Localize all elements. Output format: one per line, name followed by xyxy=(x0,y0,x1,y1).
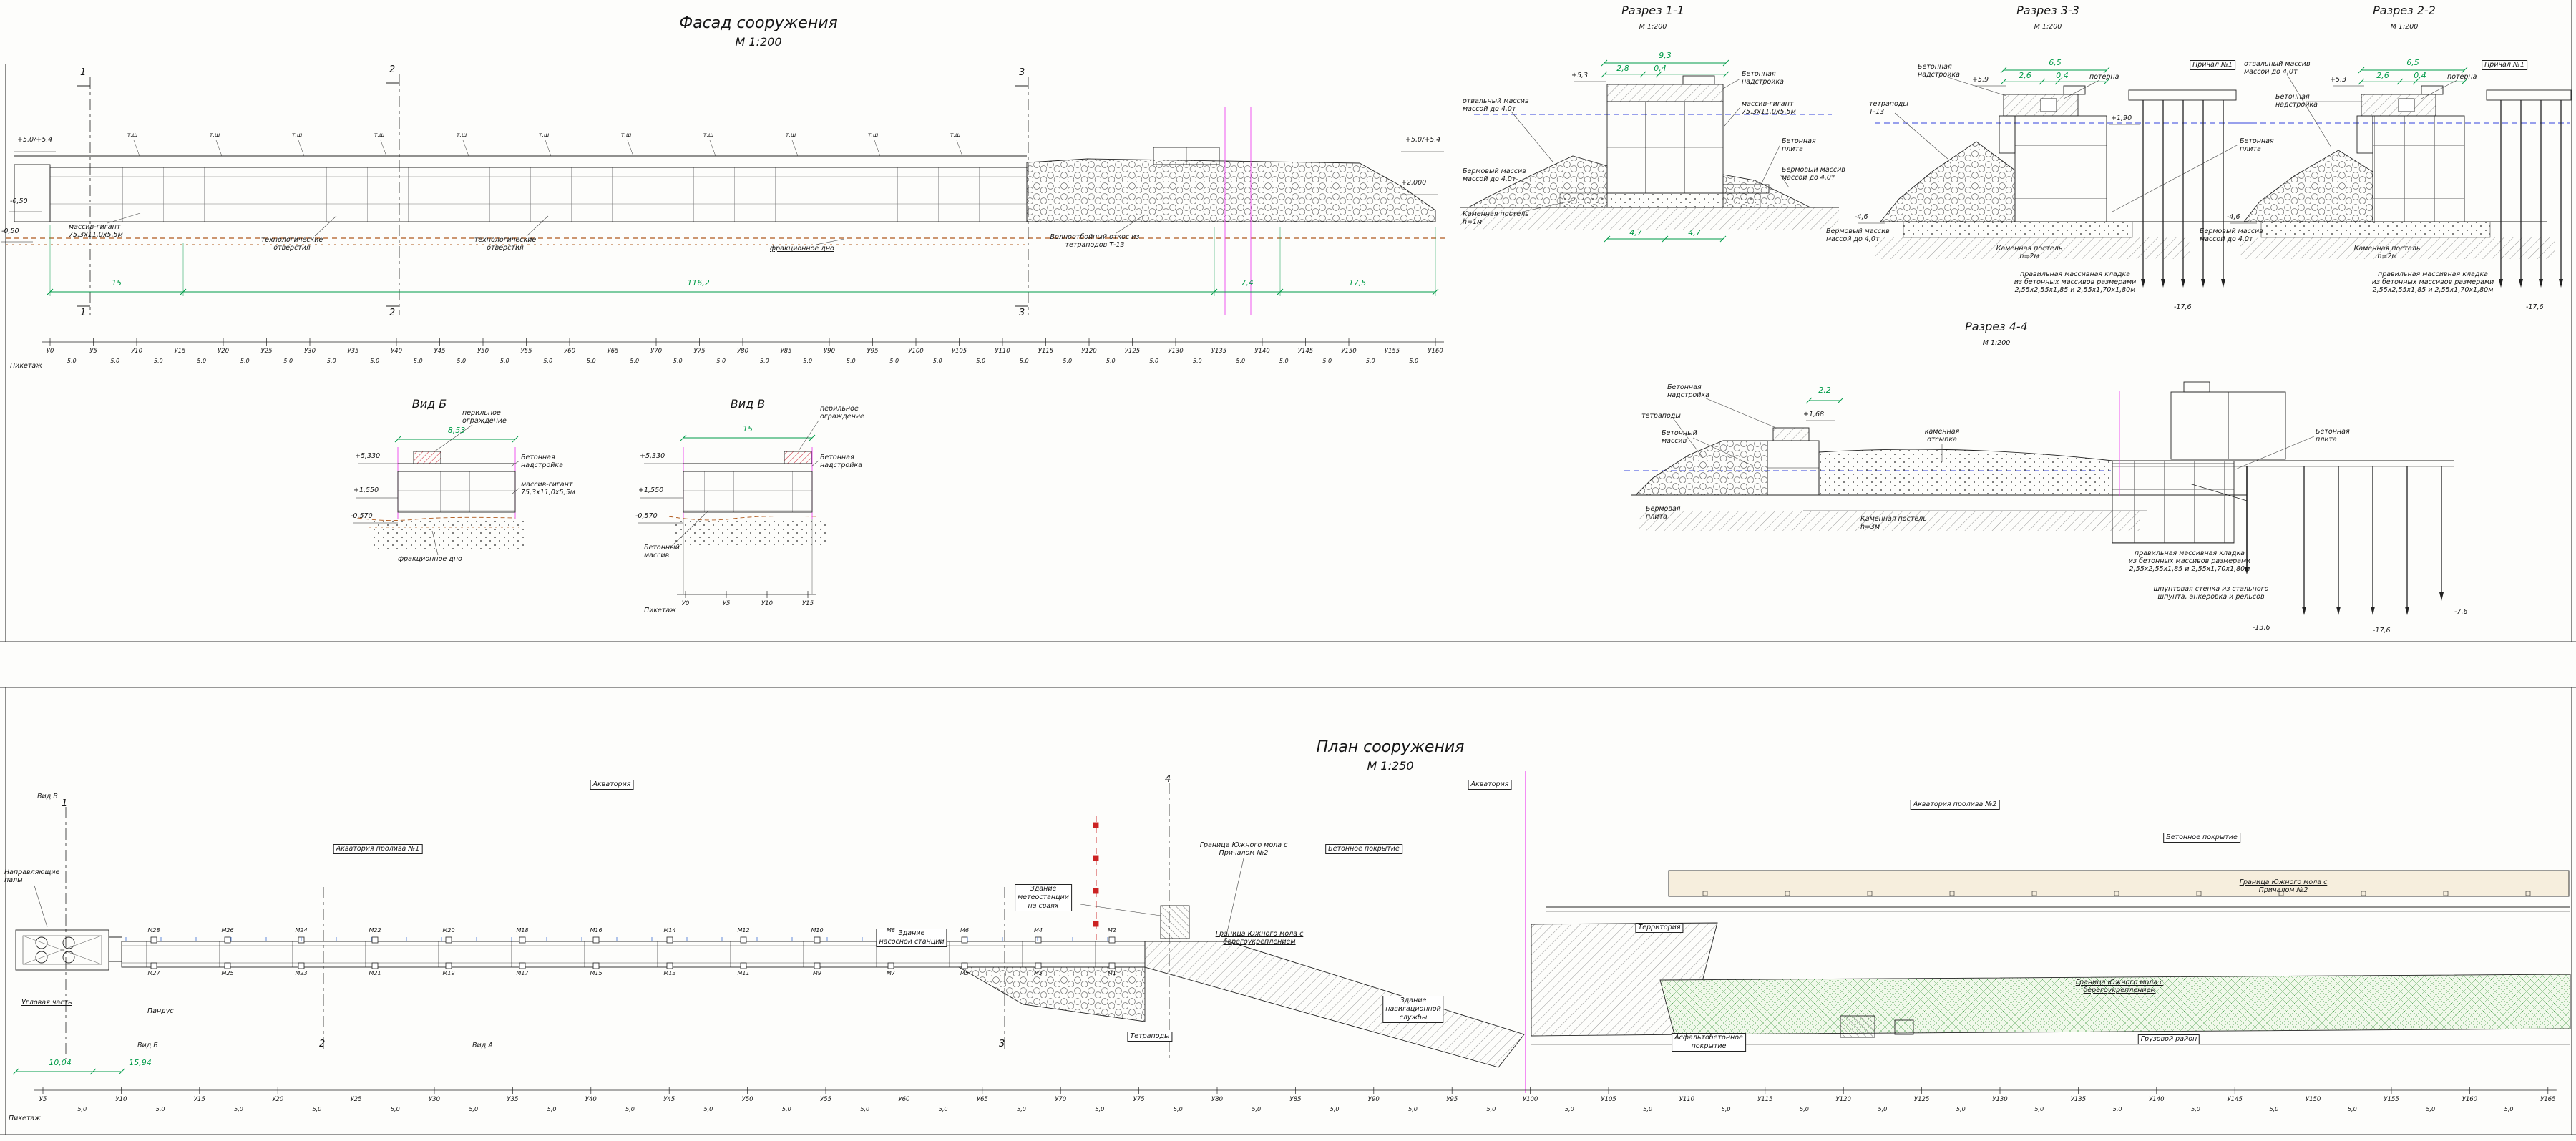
section-4-4-drawing xyxy=(1624,381,2454,615)
section-2-2-drawing xyxy=(2230,67,2572,288)
generated-geometry xyxy=(34,74,2557,1094)
facade-drawing xyxy=(1,74,1445,315)
view-v-drawing xyxy=(638,434,826,594)
section-3-3-drawing xyxy=(1858,67,2261,288)
view-b-drawing xyxy=(353,436,526,549)
section-1-1-drawing xyxy=(1460,59,1839,243)
plan-drawing xyxy=(12,771,2571,1093)
